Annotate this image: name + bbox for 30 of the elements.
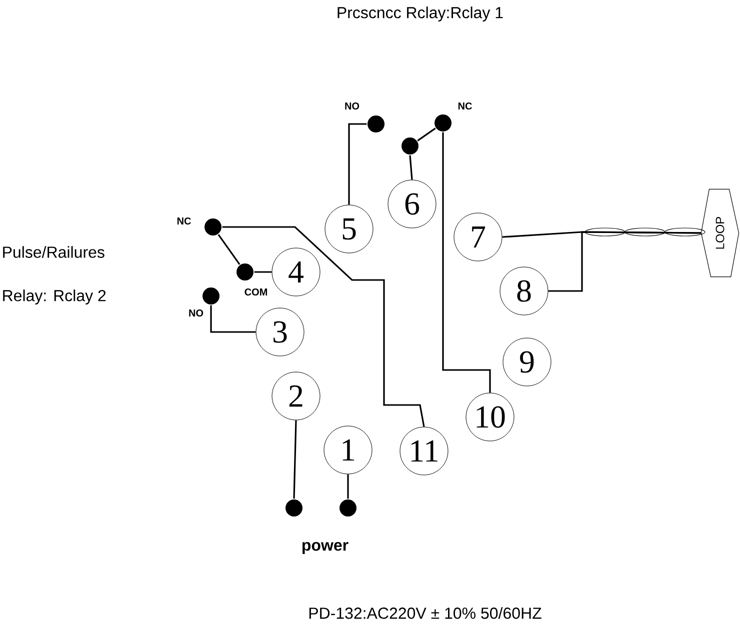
loop-hexagon: LOOP: [700, 188, 740, 278]
contact-dot: [340, 500, 356, 516]
contact-dot: [286, 500, 302, 516]
contact-label: NO: [189, 309, 204, 317]
side-label: power: [302, 542, 348, 554]
contact-label: COM: [244, 288, 267, 296]
contact-dot: [434, 114, 452, 132]
contact-dot: [402, 138, 418, 154]
title: Prcscncc Rclay:Rclay 1: [338, 6, 503, 22]
contact-label: NO: [345, 102, 360, 110]
caption: PD-132:AC220V ± 10% 50/60HZ: [309, 607, 542, 619]
wire: [348, 123, 367, 205]
contact-label: NC: [177, 217, 191, 225]
wire: [218, 234, 240, 265]
wire: [417, 128, 436, 142]
wire: [442, 132, 491, 393]
contact-dot: [236, 264, 254, 280]
wire: [347, 474, 349, 499]
wire: [293, 420, 297, 499]
wire: [254, 271, 272, 273]
contact-dot: [202, 288, 220, 304]
contact-label: NC: [458, 102, 472, 110]
side-label: Pulse/Railures: [3, 246, 104, 258]
wire: [222, 226, 425, 427]
contact-dot: [204, 218, 222, 236]
side-label: Relay: Rclay 2: [3, 290, 106, 304]
wire: [409, 155, 413, 180]
wire: [548, 231, 702, 292]
wire: [210, 305, 256, 333]
contact-dot: [368, 116, 384, 132]
